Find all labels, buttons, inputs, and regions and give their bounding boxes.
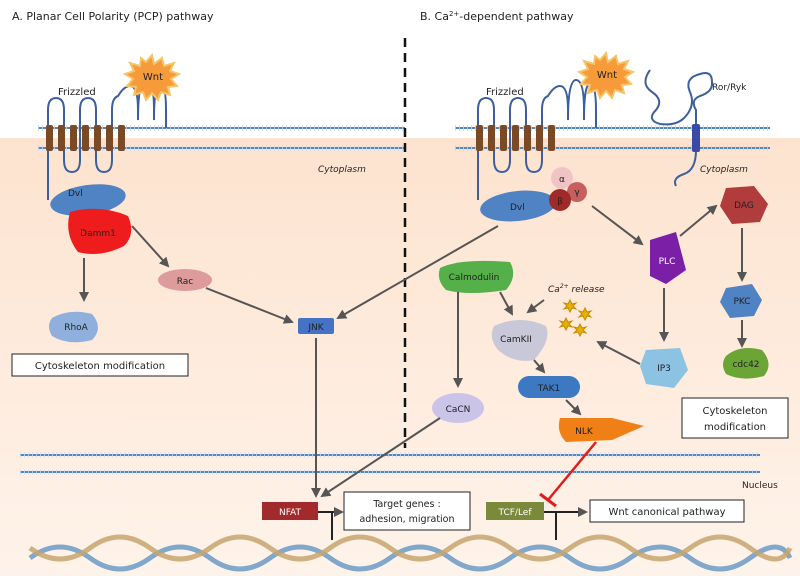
arrow-ca-camkii [526, 299, 545, 314]
arrow-g-plc [591, 205, 644, 246]
wnt-canonical-box [589, 499, 745, 523]
arrow-damm1-rac [131, 225, 170, 268]
plc-label: PLC [659, 257, 676, 267]
nlk-shape [558, 418, 644, 442]
g-gamma [567, 182, 587, 202]
ip3-label: IP3 [657, 364, 671, 374]
nucleus-label: Nucleus [742, 481, 778, 491]
tak1-shape [518, 376, 580, 398]
arrow-camkii-tak1 [533, 359, 546, 374]
target-genes-line1: Target genes : [372, 499, 440, 510]
dvl-label-a: Dvl [68, 189, 83, 199]
beta-label: β [557, 197, 563, 207]
cacn-label: CaCN [446, 405, 471, 415]
pkc-label: PKC [733, 297, 750, 307]
cytoskeleton-text-b-line2: modification [704, 422, 766, 433]
cytoplasm-label-a: Cytoplasm [318, 165, 366, 175]
ip3-shape [640, 348, 688, 388]
alpha-label: α [559, 175, 565, 185]
dvl-label-b: Dvl [510, 203, 525, 213]
arrow-plc-dag [679, 204, 718, 237]
damm1-shape [68, 208, 132, 254]
rac-shape [158, 269, 212, 291]
rac-label: Rac [177, 277, 194, 287]
damm1-label: Damm1 [80, 229, 116, 239]
arrow-tak1-nlk [565, 399, 582, 416]
nlk-label: NLK [575, 427, 594, 437]
panel-a-title: A. Planar Cell Polarity (PCP) pathway [12, 10, 214, 23]
ror-ryk-tm [692, 124, 700, 152]
panel-b-title: B. Ca2+-dependent pathway [420, 10, 574, 23]
gamma-label: γ [574, 188, 580, 198]
rhoa-label: RhoA [64, 323, 88, 333]
camkii-shape [491, 320, 548, 361]
wnt-ligand-b [576, 50, 636, 100]
ca-release-label: Ca2+ release [548, 283, 605, 295]
frizzled-label-b: Frizzled [486, 87, 524, 98]
target-genes-line2: adhesion, migration [359, 514, 454, 525]
cytoskeleton-text-b-line1: Cytoskeleton [702, 406, 767, 417]
cdc42-shape [723, 348, 769, 379]
tcf-lef-shape [486, 502, 544, 520]
cytoplasm-label-b: Cytoplasm [700, 165, 748, 175]
frizzled-receptor-b [476, 78, 597, 200]
cytoskeleton-text-a: Cytoskeleton modification [35, 361, 165, 372]
arrow-cacn-nfat [320, 417, 441, 498]
wnt-label-a: Wnt [143, 72, 163, 83]
nlk-inhibition-line [547, 441, 597, 501]
tak1-label: TAK1 [537, 384, 561, 394]
plc-shape [650, 232, 686, 284]
dvl-shape-a [50, 184, 126, 216]
ror-ryk-label: Ror/Ryk [712, 83, 747, 93]
cytoskeleton-box-b [681, 397, 789, 439]
cacn-shape [432, 393, 484, 423]
arrow-rac-jnk [205, 287, 294, 324]
jnk-label: JNK [307, 323, 324, 333]
frizzled-receptor-a [46, 78, 167, 200]
calmodulin-label: Calmodulin [449, 273, 500, 283]
nlk-inhibition-bar [539, 492, 557, 508]
target-genes-box [343, 491, 471, 531]
nfat-shape [262, 502, 318, 520]
dvl-shape-b [480, 190, 556, 222]
camkii-label: CamKII [500, 335, 532, 345]
frizzled-label-a: Frizzled [58, 87, 96, 98]
cytoskeleton-box-a [11, 353, 189, 377]
rhoa-shape [49, 311, 98, 343]
wnt-canonical-text: Wnt canonical pathway [608, 507, 725, 518]
pkc-shape [720, 284, 762, 318]
g-alpha [551, 167, 573, 189]
arrow-dvl-jnk [336, 225, 499, 319]
calcium-ions [558, 298, 593, 338]
dag-shape [720, 186, 768, 224]
nuclear-membrane [20, 452, 760, 475]
tcf-lef-label: TCF/Lef [497, 508, 532, 518]
calmodulin-shape [438, 260, 514, 293]
jnk-shape [298, 318, 334, 334]
nfat-label: NFAT [279, 508, 302, 518]
dna-helix [28, 534, 793, 572]
cdc42-label: cdc42 [732, 360, 759, 370]
g-beta [549, 189, 571, 211]
arrow-ip3-ca [596, 341, 641, 365]
wnt-label-b: Wnt [597, 70, 617, 81]
wnt-ligand-a [122, 52, 182, 102]
arrow-calmodulin-camkii [499, 291, 513, 316]
dag-label: DAG [734, 201, 754, 211]
